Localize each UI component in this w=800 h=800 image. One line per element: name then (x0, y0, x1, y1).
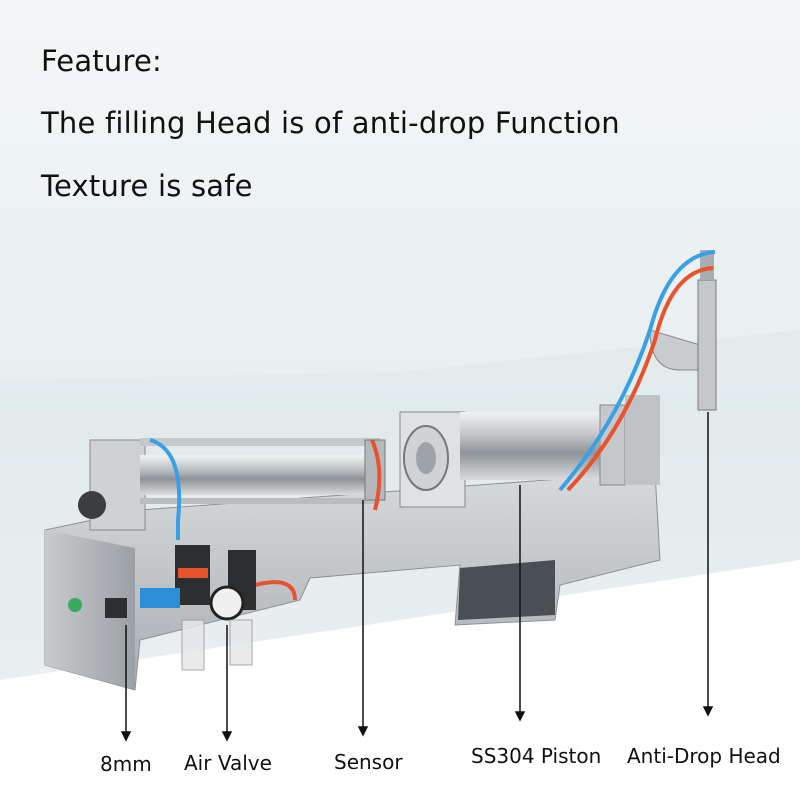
feature-anti-drop: The filling Head is of anti-drop Functio… (41, 106, 620, 140)
label-8mm: 8mm (100, 752, 152, 776)
label-sensor: Sensor (334, 750, 403, 774)
feature-texture: Texture is safe (41, 169, 253, 203)
feature-heading: Feature: (41, 44, 162, 78)
label-anti-drop-head: Anti-Drop Head (627, 744, 781, 768)
label-air-valve: Air Valve (184, 751, 272, 775)
label-piston: SS304 Piston (471, 744, 602, 768)
